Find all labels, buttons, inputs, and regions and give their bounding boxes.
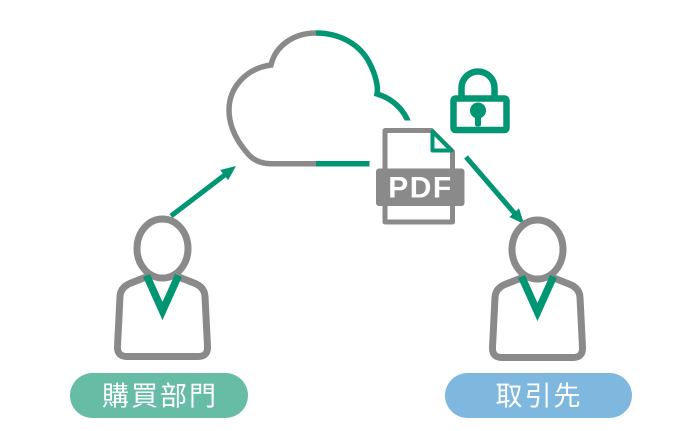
- person-collar: [518, 274, 557, 322]
- lock-keyhole-stem: [475, 112, 481, 127]
- pdf-folded-corner-icon: [430, 129, 454, 153]
- download-arrow-shaft: [464, 155, 518, 217]
- arrow-down-right-icon: [464, 155, 524, 224]
- left-pill-label: 購買部門: [102, 382, 218, 412]
- person-head: [133, 215, 192, 282]
- lock-shackle: [458, 68, 498, 97]
- person-body: [488, 274, 587, 361]
- person-head: [508, 216, 567, 283]
- person-icon-right: [488, 216, 587, 361]
- lock-body: [450, 95, 510, 134]
- person-icon-left: [113, 215, 212, 360]
- left-pill-background: [70, 373, 248, 418]
- upload-arrow-shaft: [169, 172, 228, 218]
- left-label-pill: 購買部門: [70, 373, 248, 418]
- pdf-banner-label: PDF: [388, 172, 453, 205]
- lock-icon: [450, 68, 510, 134]
- right-pill-label: 取引先: [496, 382, 583, 412]
- person-collar: [143, 273, 182, 321]
- cloud-outline-gray: [226, 30, 317, 167]
- person-body: [113, 273, 212, 360]
- right-label-pill: 取引先: [445, 373, 632, 418]
- arrow-up-right-icon: [169, 166, 236, 218]
- pdf-banner: [376, 168, 465, 206]
- right-pill-background: [445, 373, 632, 418]
- lock-keyhole: [470, 102, 486, 119]
- download-arrow-head: [509, 208, 524, 224]
- pdf-file-icon: PDF: [369, 120, 465, 225]
- upload-arrow-head: [220, 166, 236, 181]
